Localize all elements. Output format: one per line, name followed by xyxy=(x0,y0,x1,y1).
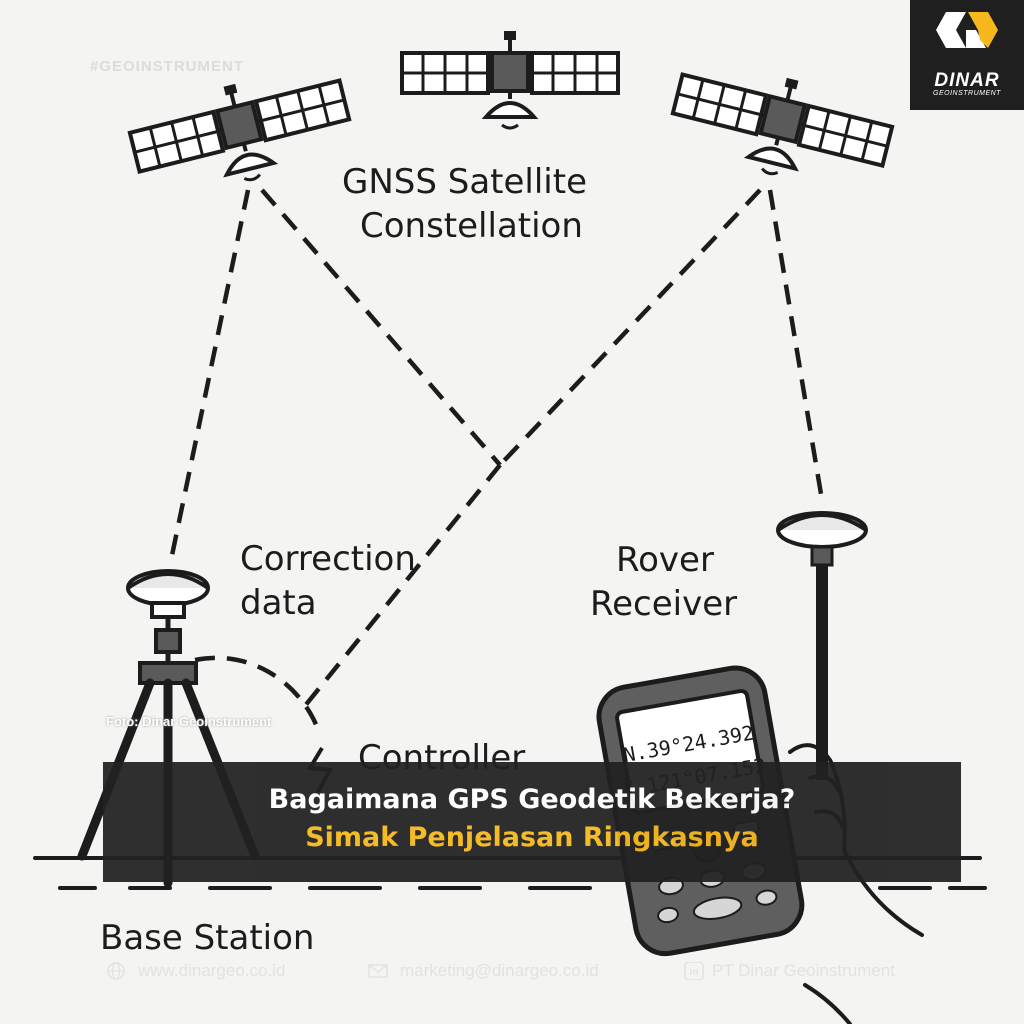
rover-receiver-label-line1: Rover xyxy=(616,540,714,580)
satellite-icon xyxy=(400,31,620,130)
headline-banner: Bagaimana GPS Geodetik Bekerja? Simak Pe… xyxy=(103,762,961,882)
correction-data-label-line1: Correction xyxy=(240,539,416,579)
constellation-label-line1: GNSS Satellite xyxy=(342,162,588,202)
satellite-icon xyxy=(127,78,352,182)
constellation-label: GNSS Satellite Constellation xyxy=(342,160,587,248)
rover-receiver-label: Rover Receiver xyxy=(590,538,737,626)
radio-link-base-controller xyxy=(194,655,323,736)
satellite-icon xyxy=(670,72,895,176)
signal-sat1-junction xyxy=(260,188,502,467)
footer-website[interactable]: www.dinargeo.co.id xyxy=(138,961,286,980)
signal-junction-controller xyxy=(298,463,502,714)
svg-text:in: in xyxy=(690,967,699,978)
photo-credit: Foto: Dinar Geoinstrument xyxy=(106,714,272,729)
correction-data-label-line2: data xyxy=(240,583,317,624)
brand-logo: DINAR GEOINSTRUMENT xyxy=(910,0,1024,110)
signal-sat3-rover xyxy=(767,189,825,501)
footer-social[interactable]: PT Dinar Geoinstrument xyxy=(712,961,895,980)
constellation-label-line2: Constellation xyxy=(360,206,583,247)
footer-email[interactable]: marketing@dinargeo.co.id xyxy=(400,961,599,980)
brand-tagline: GEOINSTRUMENT xyxy=(933,90,1001,97)
correction-data-label: Correction data xyxy=(240,537,416,625)
rover-receiver-pole xyxy=(776,511,868,780)
rover-receiver-label-line2: Receiver xyxy=(590,584,738,625)
base-station-label: Base Station xyxy=(100,918,315,958)
headline-line2: Simak Penjelasan Ringkasnya xyxy=(305,822,759,853)
brand-name: DINAR xyxy=(934,70,1000,91)
globe-icon xyxy=(107,962,125,980)
signal-sat1-base xyxy=(167,189,251,566)
mail-icon xyxy=(368,964,388,978)
headline-line1: Bagaimana GPS Geodetik Bekerja? xyxy=(268,784,796,815)
linkedin-icon: in xyxy=(684,962,704,980)
dinar-logo-icon xyxy=(936,12,998,48)
hashtag-watermark: #GEOINSTRUMENT xyxy=(90,58,245,75)
